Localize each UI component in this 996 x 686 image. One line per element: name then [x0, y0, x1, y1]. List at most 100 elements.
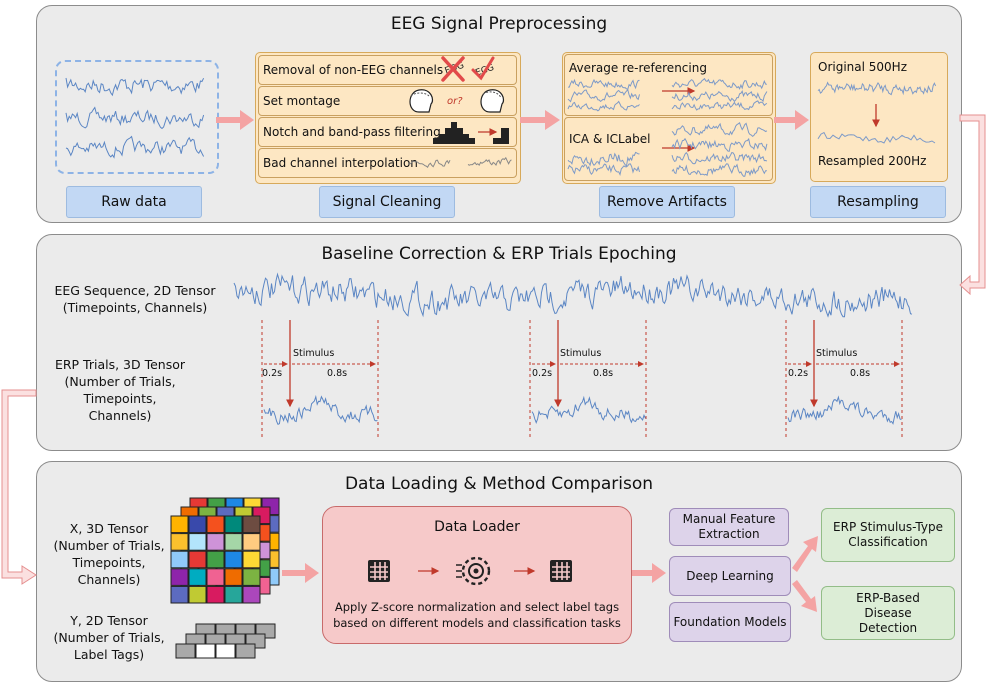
label-tag-cell: [175, 643, 196, 659]
stimulus-label-2: Stimulus: [560, 348, 602, 359]
tensor-cell: [170, 568, 189, 586]
tensor-cell: [224, 568, 243, 586]
tensor-cell: [224, 550, 243, 569]
tensor-cell: [242, 568, 261, 586]
filter-histogram-icon: [433, 122, 509, 144]
resampling-label: Resampling: [810, 186, 946, 218]
post-window-label-3: 0.8s: [850, 368, 871, 379]
artifact-step-rereferencing: Average re-referencing: [564, 54, 773, 116]
reref-wave-a1: [568, 78, 640, 90]
pre-window-label-1: 0.2s: [262, 368, 283, 379]
tensor-cell: [242, 585, 261, 604]
erp-trial-wave-3: [787, 395, 902, 425]
tensor-cell: [188, 550, 207, 569]
tensor-cell: [188, 515, 207, 534]
montage-or-text: or?: [447, 96, 463, 107]
resample-wave-resampled: [817, 131, 936, 144]
tensor-cell: [170, 533, 189, 551]
method-deep-learning: Deep Learning: [669, 556, 791, 596]
tensor-cell: [170, 515, 189, 534]
signal-cleaning-label: Signal Cleaning: [319, 186, 455, 218]
head-montage-icon: [409, 89, 505, 113]
y-tensor-label: Y, 2D Tensor(Number of Trials, Label Tag…: [53, 613, 165, 662]
x-tensor-cube: [170, 497, 280, 604]
stimulus-label-3: Stimulus: [816, 348, 858, 359]
data-loader-title: Data Loader: [434, 519, 520, 535]
arrow-methods-to-stimulus: [792, 536, 818, 572]
method-manual-features: Manual Feature Extraction: [669, 508, 789, 546]
reref-wave-a3: [567, 100, 640, 112]
interp-wave-b: [467, 156, 512, 167]
cleaning-step-remove-channels: Removal of non-EEG channels: [258, 55, 517, 85]
connector-panel2-to-panel3: [1, 389, 37, 585]
tensor-cell: [206, 550, 225, 569]
label-tag-cell: [195, 643, 216, 659]
cleaning-step-montage: Set montage: [258, 86, 517, 116]
tensor-cell: [206, 515, 225, 534]
resample-original-label: Original 500Hz: [818, 60, 907, 74]
raw-wave-3: [65, 135, 205, 159]
tensor-cell: [206, 568, 225, 586]
arrow-raw-to-cleaning: [216, 110, 254, 130]
tensor-cell: [224, 585, 243, 604]
x-tensor-label: X, 3D Tensor(Number of Trials, Timepoint…: [53, 521, 165, 587]
resampling-group: [810, 52, 948, 182]
arrow-methods-to-disease: [792, 580, 817, 612]
interp-wave-a: [407, 159, 451, 168]
arrow-tensors-to-loader: [282, 563, 319, 583]
eeg-sequence-label: EEG Sequence, 2D Tensor(Timepoints, Chan…: [54, 283, 216, 315]
erp-trials-label: ERP Trials, 3D Tensor(Number of Trials, …: [54, 357, 186, 423]
resample-resampled-label: Resampled 200Hz: [818, 154, 927, 168]
stimulus-label-1: Stimulus: [293, 348, 335, 359]
resample-wave-original: [817, 81, 937, 96]
erp-trial-wave-2: [531, 395, 646, 424]
remove-artifacts-label: Remove Artifacts: [599, 186, 735, 218]
epoch-annotations: [261, 320, 903, 440]
processing-gear-icon: [456, 556, 491, 586]
tensor-cell: [206, 533, 225, 551]
connector-panel1-to-panel2: [959, 114, 986, 296]
tensor-cell: [188, 568, 207, 586]
eeg-sequence-wave: [233, 272, 913, 318]
tensor-cell: [170, 585, 189, 604]
epoching-title: Baseline Correction & ERP Trials Epochin…: [321, 244, 677, 264]
eeg-waveforms: [65, 77, 937, 425]
ica-wave-b2: [671, 137, 768, 152]
output-disease-detection: ERP-Based Disease Detection: [821, 586, 955, 640]
y-tensor-stack: [175, 623, 276, 659]
method-foundation-models: Foundation Models: [669, 602, 791, 642]
arrow-artifacts-to-resampling: [774, 110, 809, 130]
tensor-cell: [170, 550, 189, 569]
ica-wave-a2: [567, 163, 640, 176]
label-tag-cell: [235, 643, 256, 659]
arrow-loader-to-methods: [632, 563, 666, 583]
raw-data-label: Raw data: [66, 186, 202, 218]
tensor-cell: [242, 533, 261, 551]
tensor-cell: [224, 515, 243, 534]
ica-wave-a1: [567, 151, 640, 167]
method-title: Data Loading & Method Comparison: [344, 474, 654, 494]
reref-wave-b2: [671, 89, 768, 103]
post-window-label-2: 0.8s: [593, 368, 614, 379]
reref-wave-a2: [567, 88, 640, 103]
grid-input-icon: [368, 560, 390, 582]
raw-wave-2: [65, 106, 205, 130]
eog-ecg-crossed-icon: EOG ECG: [441, 56, 496, 82]
erp-trial-wave-1: [263, 394, 378, 425]
tensor-cell: [242, 550, 261, 569]
artifact-step-ica: ICA & ICLabel: [564, 117, 773, 181]
raw-wave-1: [65, 77, 205, 97]
label-tag-cell: [215, 643, 236, 659]
tensor-cell: [224, 533, 243, 551]
output-stimulus-classification: ERP Stimulus-Type Classification: [821, 508, 955, 562]
preprocessing-title: EEG Signal Preprocessing: [390, 14, 608, 34]
tensor-cell: [188, 585, 207, 604]
data-loader-description: Apply Z-score normalization and select l…: [333, 600, 621, 630]
grid-output-icon: [550, 560, 572, 582]
tensor-cell: [206, 585, 225, 604]
pre-window-label-2: 0.2s: [532, 368, 553, 379]
ica-wave-b4: [671, 163, 767, 177]
tensor-cell: [242, 515, 261, 534]
reref-wave-b3: [671, 100, 768, 111]
